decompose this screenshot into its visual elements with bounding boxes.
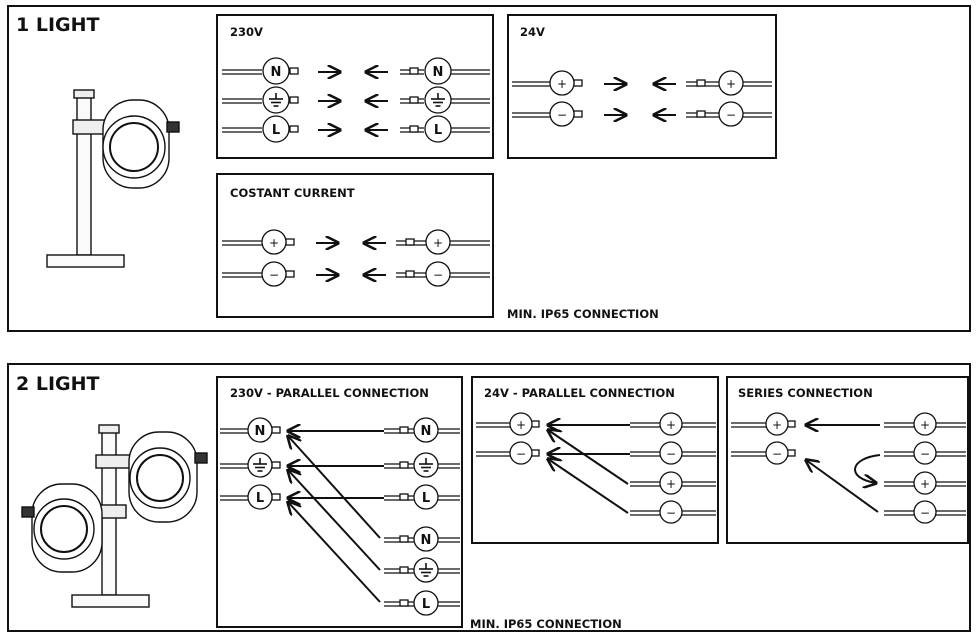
- terminal-minus-label: −: [666, 447, 676, 461]
- box-24v-title: 24V: [520, 25, 545, 39]
- terminal-plus-label: +: [920, 418, 930, 432]
- arrow-icon: [604, 84, 676, 115]
- section-1-title: 1 LIGHT: [16, 14, 100, 36]
- terminal-plus-label: +: [433, 236, 443, 250]
- arrow-icon: [318, 72, 388, 130]
- terminal-l-label: L: [434, 123, 442, 138]
- box-costant-current: COSTANT CURRENT + + − −: [216, 173, 494, 318]
- polarity-labels: + − + − + −: [516, 418, 676, 520]
- terminal-n-label: N: [421, 533, 432, 548]
- terminal-plus-label: +: [726, 77, 736, 91]
- terminal-minus-label: −: [772, 447, 782, 461]
- section-1-note: MIN. IP65 CONNECTION: [507, 307, 659, 321]
- terminal-plus-label: +: [920, 477, 930, 491]
- terminal-l-label: L: [256, 491, 264, 506]
- terminal-plus-label: +: [666, 477, 676, 491]
- terminal-n-label: N: [433, 65, 444, 80]
- terminal-minus-label: −: [433, 268, 443, 282]
- terminal-plus-label: +: [772, 418, 782, 432]
- terminal-l-label: L: [272, 123, 280, 138]
- terminal-minus-label: −: [516, 447, 526, 461]
- terminal-plus-label: +: [516, 418, 526, 432]
- box-230v-parallel: 230V - PARALLEL CONNECTION: [216, 376, 463, 628]
- terminal-plus-label: +: [269, 236, 279, 250]
- box-24v-parallel-title: 24V - PARALLEL CONNECTION: [484, 386, 675, 400]
- box-series: SERIES CONNECTION + − + − + −: [726, 376, 969, 544]
- terminal-minus-label: −: [726, 108, 736, 122]
- section-2-title: 2 LIGHT: [16, 373, 100, 395]
- box-cc-title: COSTANT CURRENT: [230, 186, 355, 200]
- section-2-frame: [7, 363, 971, 632]
- terminal-l-label: L: [422, 491, 430, 506]
- terminal-n-label: N: [271, 65, 282, 80]
- arrow-icon: [548, 425, 630, 514]
- terminal-minus-label: −: [920, 447, 930, 461]
- terminal-minus-label: −: [557, 108, 567, 122]
- arrow-icon: [288, 431, 384, 603]
- box-24v-parallel: 24V - PARALLEL CONNECTION + − + − + −: [471, 376, 719, 544]
- terminal-n-label: N: [421, 424, 432, 439]
- terminal-minus-label: −: [666, 506, 676, 520]
- terminal-plus-label: +: [666, 418, 676, 432]
- arrow-icon: [316, 243, 386, 275]
- box-24v: 24V + + − −: [507, 14, 777, 159]
- section-2-note: MIN. IP65 CONNECTION: [470, 617, 622, 631]
- terminal-n-label: N: [255, 424, 266, 439]
- box-series-title: SERIES CONNECTION: [738, 386, 873, 400]
- terminal-minus-label: −: [920, 506, 930, 520]
- double-spotlight-icon: [21, 424, 208, 608]
- box-230v: 230V N N: [216, 14, 494, 159]
- terminal-minus-label: −: [269, 268, 279, 282]
- terminal-l-label: L: [422, 597, 430, 612]
- box-230v-title: 230V: [230, 25, 263, 39]
- terminal-plus-label: +: [557, 77, 567, 91]
- single-spotlight-icon: [46, 89, 180, 268]
- polarity-labels: + − + − + −: [772, 418, 930, 520]
- box-230v-parallel-title: 230V - PARALLEL CONNECTION: [230, 386, 429, 400]
- arrow-icon: [806, 425, 881, 513]
- section-1-frame: [7, 5, 971, 332]
